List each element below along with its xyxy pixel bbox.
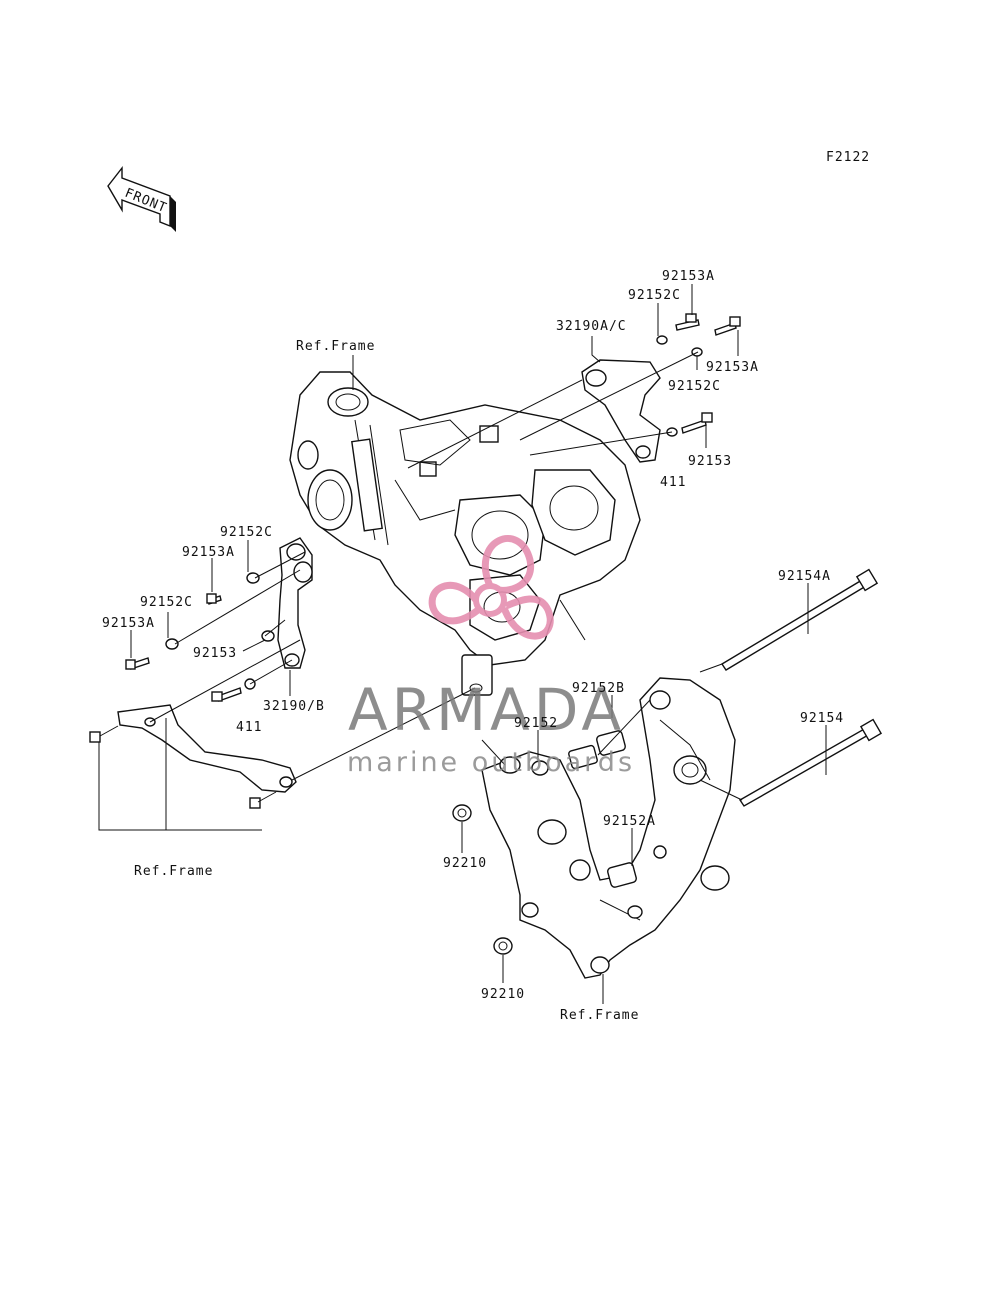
guide-lines <box>149 351 743 801</box>
callout-92152C-left1: 92152C <box>220 525 273 540</box>
front-arrow-icon: FRONT <box>107 165 176 232</box>
callout-92152C-left2: 92152C <box>140 595 193 610</box>
ref-frame-top: Ref.Frame <box>296 339 375 354</box>
watermark-brand: ARMADA <box>348 676 625 744</box>
ref-frame-bottom: Ref.Frame <box>560 1008 639 1023</box>
callout-92152C-right: 92152C <box>668 379 721 394</box>
callout-92153-right: 92153 <box>688 454 732 469</box>
callout-92153A-left2: 92153A <box>102 616 155 631</box>
callout-32190B: 32190/B <box>263 699 325 714</box>
callout-411-left: 411 <box>236 720 262 735</box>
callout-92154A: 92154A <box>778 569 831 584</box>
figure-code: F2122 <box>826 150 870 165</box>
callout-92210-lower: 92210 <box>481 987 525 1002</box>
callout-92153-left: 92153 <box>193 646 237 661</box>
long-bolts-drawing <box>721 568 883 807</box>
callout-leaders <box>98 284 827 1004</box>
callout-92153A-left1: 92153A <box>182 545 235 560</box>
upper-right-bracket-drawing <box>581 313 741 463</box>
callout-32190AC: 32190A/C <box>556 319 627 334</box>
callout-92152A: 92152A <box>603 814 656 829</box>
callout-92154: 92154 <box>800 711 844 726</box>
callout-92152C-top: 92152C <box>628 288 681 303</box>
callout-92153A-right: 92153A <box>706 360 759 375</box>
callout-411-right: 411 <box>660 475 686 490</box>
callout-92152: 92152 <box>514 716 558 731</box>
callout-92153A-top: 92153A <box>662 269 715 284</box>
lower-left-bar-drawing <box>89 704 297 809</box>
callout-92210-upper: 92210 <box>443 856 487 871</box>
ref-frame-left: Ref.Frame <box>134 864 213 879</box>
propeller-logo-icon <box>428 535 554 640</box>
engine-frame-drawing <box>289 371 641 696</box>
watermark-tagline: marine outboards <box>347 747 635 778</box>
callout-92152B: 92152B <box>572 681 625 696</box>
